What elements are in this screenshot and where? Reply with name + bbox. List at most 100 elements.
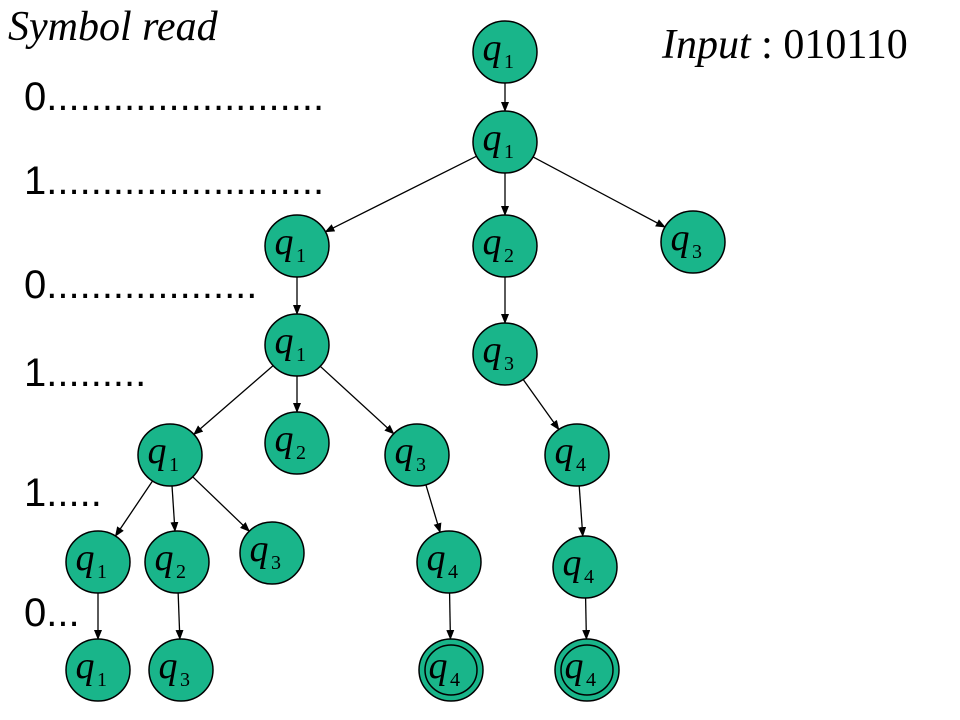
state-node-subscript: 4 — [450, 669, 460, 691]
input-label: Input — [661, 22, 752, 68]
level-label: 1......................... — [24, 159, 324, 203]
level-label: 0... — [24, 591, 80, 635]
state-node-ellipse — [137, 423, 203, 487]
symbol-read-title: Symbol read — [8, 4, 219, 50]
state-node-subscript: 4 — [448, 561, 458, 583]
state-node-subscript: 1 — [97, 669, 107, 691]
state-node-subscript: 3 — [692, 241, 702, 263]
level-label: 1..... — [24, 471, 102, 515]
state-node-subscript: 1 — [97, 561, 107, 583]
state-node-letter: q — [483, 329, 502, 371]
state-node-subscript: 3 — [271, 552, 281, 574]
state-node-ellipse — [384, 423, 450, 487]
state-node-subscript: 1 — [296, 245, 306, 267]
tree-edge-arrow — [175, 592, 184, 641]
state-node-subscript: 2 — [504, 245, 514, 267]
state-node-subscript: 3 — [416, 454, 426, 476]
tree-edges — [94, 83, 666, 641]
state-node-letter: q — [148, 430, 167, 472]
state-node-ellipse — [148, 638, 214, 702]
state-node-letter: q — [275, 320, 294, 362]
state-node-ellipse — [552, 535, 618, 599]
tree-edge-arrow — [425, 484, 442, 534]
tree-edge-arrow — [522, 379, 560, 431]
tree-edge-arrow — [324, 155, 477, 233]
state-node-ellipse — [418, 638, 484, 702]
state-node-subscript: 4 — [586, 669, 596, 691]
level-labels: 0......................... 1............… — [24, 75, 324, 635]
state-node-letter: q — [483, 27, 502, 69]
tree-edge-arrow — [114, 480, 154, 537]
state-node-letter: q — [429, 645, 448, 687]
state-node-ellipse — [264, 313, 330, 377]
level-label: 0......................... — [24, 75, 324, 119]
state-node-subscript: 1 — [296, 344, 306, 366]
state-node-letter: q — [275, 418, 294, 460]
state-node-ellipse — [264, 214, 330, 278]
accepting-state-ring — [424, 644, 478, 696]
state-node-subscript: 1 — [504, 141, 514, 163]
state-node-letter: q — [671, 217, 690, 259]
tree-edge-arrow — [532, 156, 666, 228]
tree-edge-arrow — [319, 365, 395, 435]
state-node-ellipse — [472, 322, 538, 386]
state-node-ellipse — [65, 638, 131, 702]
tree-edge-arrow — [192, 476, 251, 532]
tree-edge-arrow — [193, 365, 274, 435]
state-node-letter: q — [395, 430, 414, 472]
state-node-letter: q — [275, 221, 294, 263]
state-node-letter: q — [483, 221, 502, 263]
state-node-ellipse — [554, 638, 620, 702]
state-node-letter: q — [76, 645, 95, 687]
state-node-ellipse — [544, 423, 610, 487]
state-node-ellipse — [65, 530, 131, 594]
state-node-letter: q — [76, 537, 95, 579]
state-node-letter: q — [563, 542, 582, 584]
state-node-letter: q — [565, 645, 584, 687]
state-node-letter: q — [555, 430, 574, 472]
state-node-letter: q — [159, 645, 178, 687]
tree-edge-arrow — [446, 592, 455, 641]
state-node-subscript: 3 — [504, 353, 514, 375]
state-node-ellipse — [660, 210, 726, 274]
input-value: 010110 — [783, 22, 907, 68]
level-label: 0................... — [24, 263, 257, 307]
input-header: Input : 010110 — [661, 22, 908, 68]
state-node-subscript: 2 — [176, 561, 186, 583]
level-label: 1......... — [24, 351, 146, 395]
state-node-ellipse — [472, 214, 538, 278]
accepting-state-ring — [560, 644, 614, 696]
state-node-letter: q — [427, 537, 446, 579]
tree-edge-arrow — [578, 485, 587, 538]
state-node-ellipse — [239, 521, 305, 585]
state-node-subscript: 3 — [180, 669, 190, 691]
state-node-letter: q — [483, 117, 502, 159]
state-node-subscript: 4 — [576, 454, 586, 476]
state-node-subscript: 1 — [169, 454, 179, 476]
state-node-ellipse — [472, 20, 538, 84]
state-node-ellipse — [144, 530, 210, 594]
state-node-subscript: 2 — [296, 442, 306, 464]
state-node-letter: q — [155, 537, 174, 579]
state-node-subscript: 1 — [504, 51, 514, 73]
